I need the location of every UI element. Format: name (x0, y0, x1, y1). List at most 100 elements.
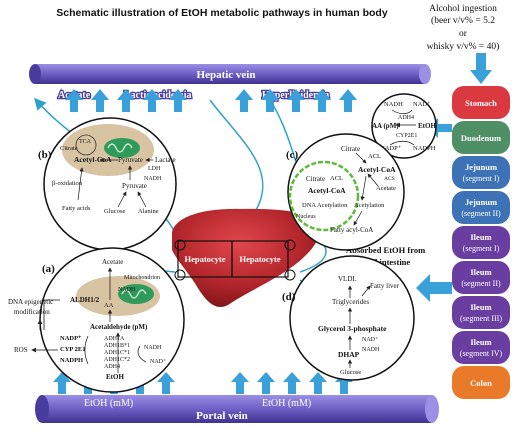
liver: Hepatocyte Hepatocyte (172, 208, 322, 308)
c-fatty-acyl: Fatty acyl-CoA (330, 226, 373, 234)
d-fatty-liver: Fatty liver (370, 282, 400, 290)
dna-epigenetic-line-2: modification (14, 308, 50, 316)
alcohol-line-3: or (459, 29, 468, 39)
alcohol-ingestion-note: Alcohol ingestion (beer v/v% = 5.2 or wh… (427, 4, 500, 52)
b-pyruvate: Pyruvate (122, 182, 147, 190)
gut-segment-sublabel: (segment IV) (460, 349, 503, 358)
gut-segment-sublabel: (segment II) (461, 209, 501, 218)
c-acs: ACS (384, 176, 395, 182)
a-aa: AA (104, 302, 114, 309)
gut-segment-label: Jejunum (465, 197, 497, 207)
gut-segment: Ileum (segment IV) (452, 331, 510, 364)
a-adh1c2: ADH1C*2 (104, 357, 130, 363)
a-nadph: NADPH (60, 357, 83, 364)
diagram-title: Schematic illustration of EtOH metabolic… (56, 7, 388, 19)
hepatocyte-left-label: Hepatocyte (184, 254, 225, 264)
gut-segment: Ileum(segment I) (452, 226, 510, 259)
a-nadh: NADH (118, 287, 136, 293)
a-nadh-r: NADH (144, 345, 162, 351)
gut-segment-label: Ileum (470, 337, 491, 347)
a-mito: Mitochondrion (124, 275, 160, 281)
ros-label: ROS (14, 346, 28, 354)
a-acetaldehyde: Acetaldehyde (pM) (90, 323, 148, 331)
b-ldh: LDH (148, 166, 161, 172)
gut-segment-label: Jejunum (465, 162, 497, 172)
a-adh1c1: ADH1C*1 (104, 350, 130, 356)
panel-a-label: (a) (42, 263, 55, 275)
d-nad: NAD⁺ (362, 336, 378, 343)
c-citrate: Citrate (341, 145, 360, 153)
gut-segment-label: Ileum (470, 267, 491, 277)
c-acetate: Acetate (376, 185, 396, 192)
a-aldh: ALDH1/2 (70, 296, 100, 304)
duo-adh4: ADH4 (398, 115, 414, 121)
gut-segment: Ileum (segment II) (452, 261, 510, 294)
ingestion-arrow (470, 53, 492, 84)
portal-vein-label: Portal vein (196, 410, 248, 422)
c-acetyl-coa2: Acetyl-CoA (358, 165, 396, 174)
a-acetate: Acetate (102, 258, 123, 266)
etoh-left-label: EtOH (mM) (84, 398, 133, 409)
panel-d-label: (d) (282, 291, 296, 303)
gut-segment-label: Ileum (470, 302, 491, 312)
nucleus (288, 160, 360, 232)
a-nadp-plus: NADP⁺ (60, 335, 82, 342)
gut-segment-sublabel: (segment III) (460, 314, 502, 323)
gut-segment: Ileum (segment III) (452, 296, 510, 329)
duo-nadp-plus: NADP⁺ (380, 145, 402, 152)
panel-c-label: (c) (286, 149, 299, 161)
c-acl2: ACL (330, 175, 343, 182)
d-triglycerides: Triglycerides (332, 298, 369, 306)
b-alanine: Alanine (138, 208, 159, 215)
gut-segment: Jejunum (segment I) (452, 156, 510, 189)
b-tca: TCA (79, 139, 92, 145)
hepatic-vein: Hepatic vein Acetate Lactic acidemia Hyp… (29, 64, 431, 102)
b-glucose: Glucose (104, 208, 125, 215)
a-adh1b: ADH1B*1 (104, 343, 130, 349)
duo-etoh: EtOH (418, 122, 436, 130)
hepatocyte-right-label: Hepatocyte (239, 254, 280, 264)
hepatocyte-box-right (231, 240, 289, 278)
a-adh4: ADH4 (104, 364, 120, 370)
d-nadh: NADH (362, 347, 380, 353)
c-acetylation: Acetylation (354, 202, 385, 209)
b-nadh: NADH (144, 176, 162, 182)
gut-segment-label: Duodenum (461, 133, 501, 143)
gut-segment: Jejunum (segment II) (452, 191, 510, 224)
dna-epigenetic-line-1: DNA epigenetic (8, 298, 53, 306)
panel-d: VLDL Fatty liver Triglycerides Glycerol … (289, 255, 415, 381)
c-dna: DNA Acetylation (302, 202, 348, 209)
gut-segment: Stomach (452, 86, 510, 119)
b-citrate: Citrate (60, 145, 78, 152)
d-glucose: Glucose (340, 369, 361, 376)
panel-a: Acetate Mitochondrion NADH ALDH1/2 AA Ac… (39, 247, 185, 393)
duo-aa: AA (pM) (372, 122, 399, 130)
gut-segment-label: Colon (470, 378, 492, 388)
c-acl1: ACL (368, 153, 381, 160)
a-cyp: CYP 2E1 (60, 346, 85, 353)
duo-nad-top: NAD⁺ (413, 101, 431, 108)
duo-nadh: NADH (384, 101, 403, 108)
acetate-to-dna (43, 299, 60, 330)
etoh-right-label: EtOH (mM) (262, 398, 311, 409)
panel-b-label: (b) (38, 149, 52, 161)
c-acetyl-coa: Acetyl-CoA (308, 186, 346, 195)
hepatic-vein-label: Hepatic vein (197, 69, 256, 81)
a-nad-r: NAD⁺ (150, 358, 166, 365)
b-acetyl-coa: Acetyl-CoA (74, 155, 112, 164)
d-g3p: Glycerol 3-phosphate (318, 324, 387, 333)
absorbed-line-2: small intestine (358, 257, 410, 267)
b-beta-oxidation: β-oxidation (52, 180, 83, 187)
gut-segment-sublabel: (segment I) (463, 174, 500, 183)
gut-segment-sublabel: (segment II) (461, 279, 501, 288)
d-dhap: DHAP (338, 350, 360, 359)
absorbed-arrow (416, 274, 452, 302)
gut-segment: Colon (452, 366, 510, 399)
duo-nadph: NADPH (413, 145, 436, 152)
c-citrate2: Citrate (306, 175, 325, 183)
duodenum-panel: NADH NAD⁺ ADH4 AA (pM) EtOH CYP2E1 NADP⁺… (371, 93, 437, 159)
duo-cyp: CYP2E1 (396, 133, 417, 139)
panel-c: Citrate ACL ACL Citrate Acetyl-CoA Acety… (287, 133, 405, 251)
